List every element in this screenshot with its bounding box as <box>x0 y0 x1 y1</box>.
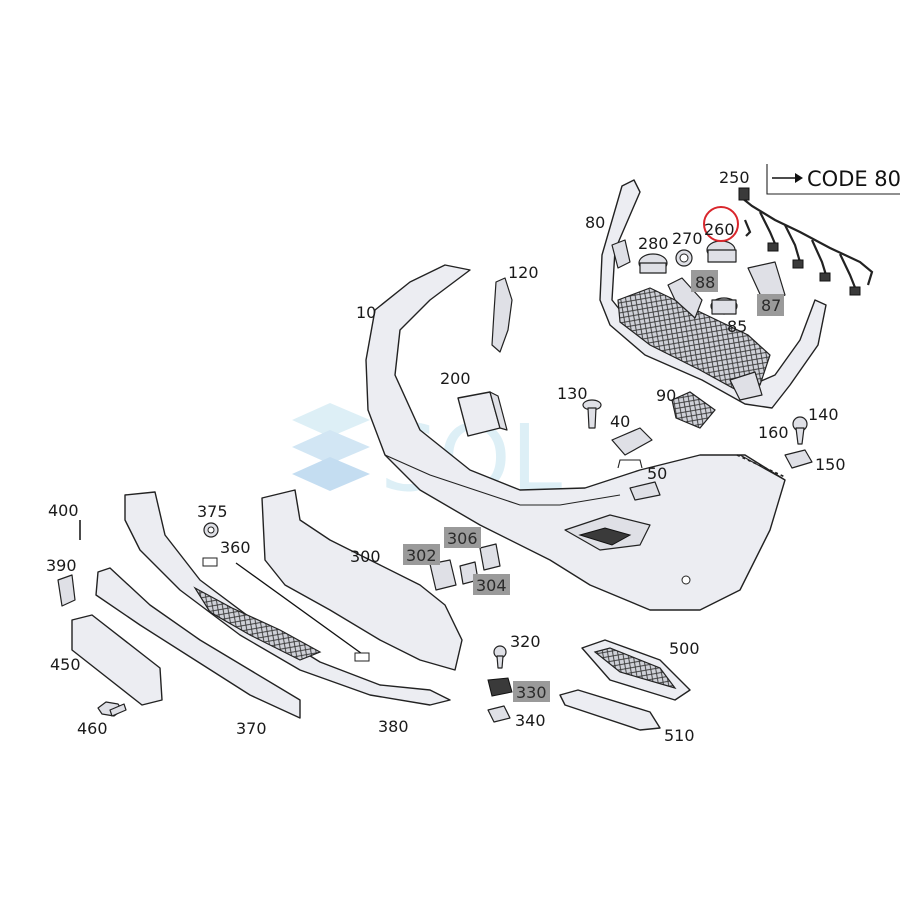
grille-90 <box>671 391 716 429</box>
label-260: 260 <box>704 220 735 239</box>
sensor-330 <box>487 677 513 697</box>
lower-spoiler-380 <box>124 491 451 706</box>
bumper-cover <box>365 264 786 611</box>
label-200: 200 <box>440 369 471 388</box>
cap-40 <box>611 427 653 456</box>
clip-340 <box>487 705 511 723</box>
label-50: 50 <box>647 464 667 483</box>
label-510: 510 <box>664 726 695 745</box>
label-340: 340 <box>515 711 546 730</box>
label-304: 304 <box>476 576 507 595</box>
label-280: 280 <box>638 234 669 253</box>
label-85: 85 <box>727 317 747 336</box>
absorber-300 <box>261 489 463 671</box>
label-80: 80 <box>585 213 605 232</box>
label-306: 306 <box>447 529 478 548</box>
code-reference: CODE 80 <box>766 164 900 195</box>
label-460: 460 <box>77 719 108 738</box>
label-390: 390 <box>46 556 77 575</box>
label-300: 300 <box>350 547 381 566</box>
highlight-boxes <box>403 270 784 702</box>
sensor-cluster <box>638 240 786 319</box>
bracket-120 <box>491 277 513 353</box>
label-360: 360 <box>220 538 251 557</box>
label-370: 370 <box>236 719 267 738</box>
screw-460 <box>97 701 127 717</box>
bracket-302 <box>429 559 457 591</box>
label-400: 400 <box>48 501 79 520</box>
label-320: 320 <box>510 632 541 651</box>
trim-370 <box>95 567 301 719</box>
grille-500 <box>581 639 691 701</box>
bracket-306 <box>479 543 501 571</box>
trim-510 <box>559 689 661 731</box>
label-270: 270 <box>672 229 703 248</box>
tape-360 <box>202 557 370 662</box>
grommet-375 <box>203 522 219 538</box>
plate-bracket-450 <box>71 614 163 706</box>
clip-150 <box>784 449 813 469</box>
label-500: 500 <box>669 639 700 658</box>
label-302: 302 <box>406 546 437 565</box>
label-120: 120 <box>508 263 539 282</box>
label-10: 10 <box>356 303 376 322</box>
wiring-harness <box>738 187 874 296</box>
label-450: 450 <box>50 655 81 674</box>
screw-140 <box>792 416 808 445</box>
label-130: 130 <box>557 384 588 403</box>
label-250: 250 <box>719 168 750 187</box>
module-200 <box>457 391 508 437</box>
clip-130 <box>582 399 602 429</box>
code-80-label: CODE 80 <box>807 167 900 191</box>
line-160 <box>736 454 786 478</box>
highlight-circle <box>703 206 739 242</box>
label-90: 90 <box>656 386 676 405</box>
label-140: 140 <box>808 405 839 424</box>
label-87: 87 <box>761 296 781 315</box>
label-160: 160 <box>758 423 789 442</box>
bracket-390 <box>57 574 76 607</box>
label-150: 150 <box>815 455 846 474</box>
grille-carrier <box>599 179 827 409</box>
part-labels: 10 40 50 80 85 87 88 90 120 130 140 150 … <box>46 168 846 745</box>
label-330: 330 <box>516 683 547 702</box>
label-380: 380 <box>378 717 409 736</box>
bracket-50 <box>617 459 643 469</box>
label-375: 375 <box>197 502 228 521</box>
label-88: 88 <box>695 273 715 292</box>
label-40: 40 <box>610 412 630 431</box>
screw-320 <box>493 645 507 669</box>
